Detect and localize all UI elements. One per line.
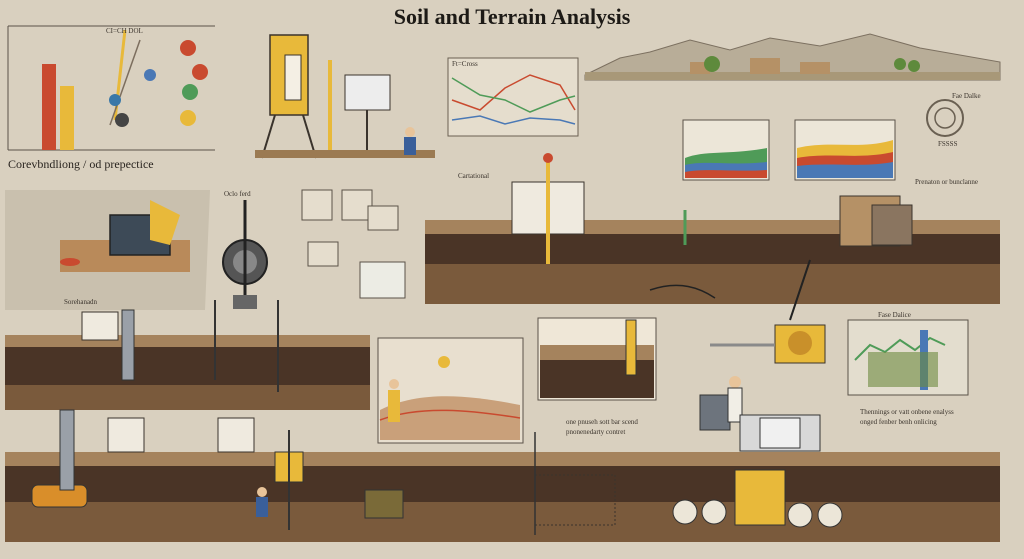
bottom-soil-band <box>5 409 1000 542</box>
soil-profile-panels <box>682 99 964 181</box>
page-title: Soil and Terrain Analysis <box>393 4 631 29</box>
section-conditioning-label: Corevbndliong / od prepectice <box>8 157 154 171</box>
spec-code-label: FSSSS <box>938 140 958 148</box>
caption-right-label: Prenaton or bunclanne <box>915 178 978 186</box>
middle-ground-band <box>5 300 370 410</box>
box-note-2: pnonenedarty contret <box>566 428 626 436</box>
analysis-panels <box>377 317 657 444</box>
gauge-label: Oclo ferd <box>224 190 251 198</box>
analysis-note-2: onged fenber benh onlicing <box>860 418 937 426</box>
sampling-instrument <box>222 189 406 309</box>
scale-label: Sorehanadn <box>64 298 98 306</box>
left-machine-scene <box>5 190 210 310</box>
worker-icon <box>729 376 741 388</box>
tree-icon <box>894 58 906 70</box>
multiline-graph <box>447 57 579 137</box>
worker-icon <box>257 487 267 497</box>
central-cross-section <box>425 153 1000 321</box>
spec-label: Fae Dalke <box>952 92 981 100</box>
tree-icon <box>908 60 920 72</box>
panel-title-label: Fase Dalice <box>878 311 911 319</box>
chart-top-text: CI=CH DOL <box>106 27 143 35</box>
worker-icon <box>405 127 415 137</box>
chart-bar <box>42 64 56 150</box>
caption-label: Cartational <box>458 172 490 180</box>
graph-label: Ft=Cross <box>452 60 478 68</box>
landscape-horizon <box>584 33 1001 81</box>
chart-bar <box>60 86 74 150</box>
tree-icon <box>704 56 720 72</box>
top-left-chart <box>7 25 215 151</box>
drilling-rig <box>255 34 435 159</box>
worker-icon <box>389 379 399 389</box>
box-note-1: one pnuseh sott bar scend <box>566 418 638 426</box>
analysis-note-1: Thennings or vatt onbene enalyss <box>860 408 954 416</box>
pump-equipment <box>699 319 969 452</box>
